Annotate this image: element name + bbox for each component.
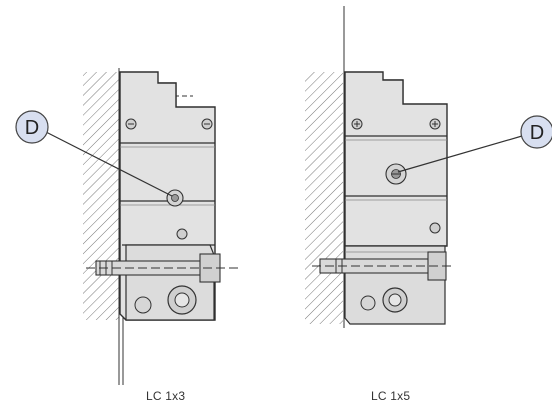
screw-icon [429,118,441,130]
caption-lc-1x5: LC 1x5 [371,389,411,403]
valve-body [344,71,448,247]
callout-letter: D [25,117,39,139]
callout-leader [397,135,523,173]
screw-icon [351,118,363,130]
callout-bubble [15,110,49,144]
figure-lc-1x5: D [305,6,552,328]
screw-icon [125,118,137,130]
callout-bubble [520,115,552,149]
screw-icon [201,118,213,130]
wall-hatching [305,72,343,324]
port-icon [176,228,188,240]
port-icon [429,222,441,234]
wall-hatching [83,72,119,320]
figure-lc-1x3: D [15,68,240,385]
mounting-bolt [86,253,240,283]
adjust-screw-icon [166,189,184,207]
caption-lc-1x3: LC 1x3 [146,389,186,403]
callout-letter: D [530,122,544,144]
adjust-screw-icon [385,163,407,185]
callout-leader [45,131,173,197]
mounting-bolt [312,251,452,281]
